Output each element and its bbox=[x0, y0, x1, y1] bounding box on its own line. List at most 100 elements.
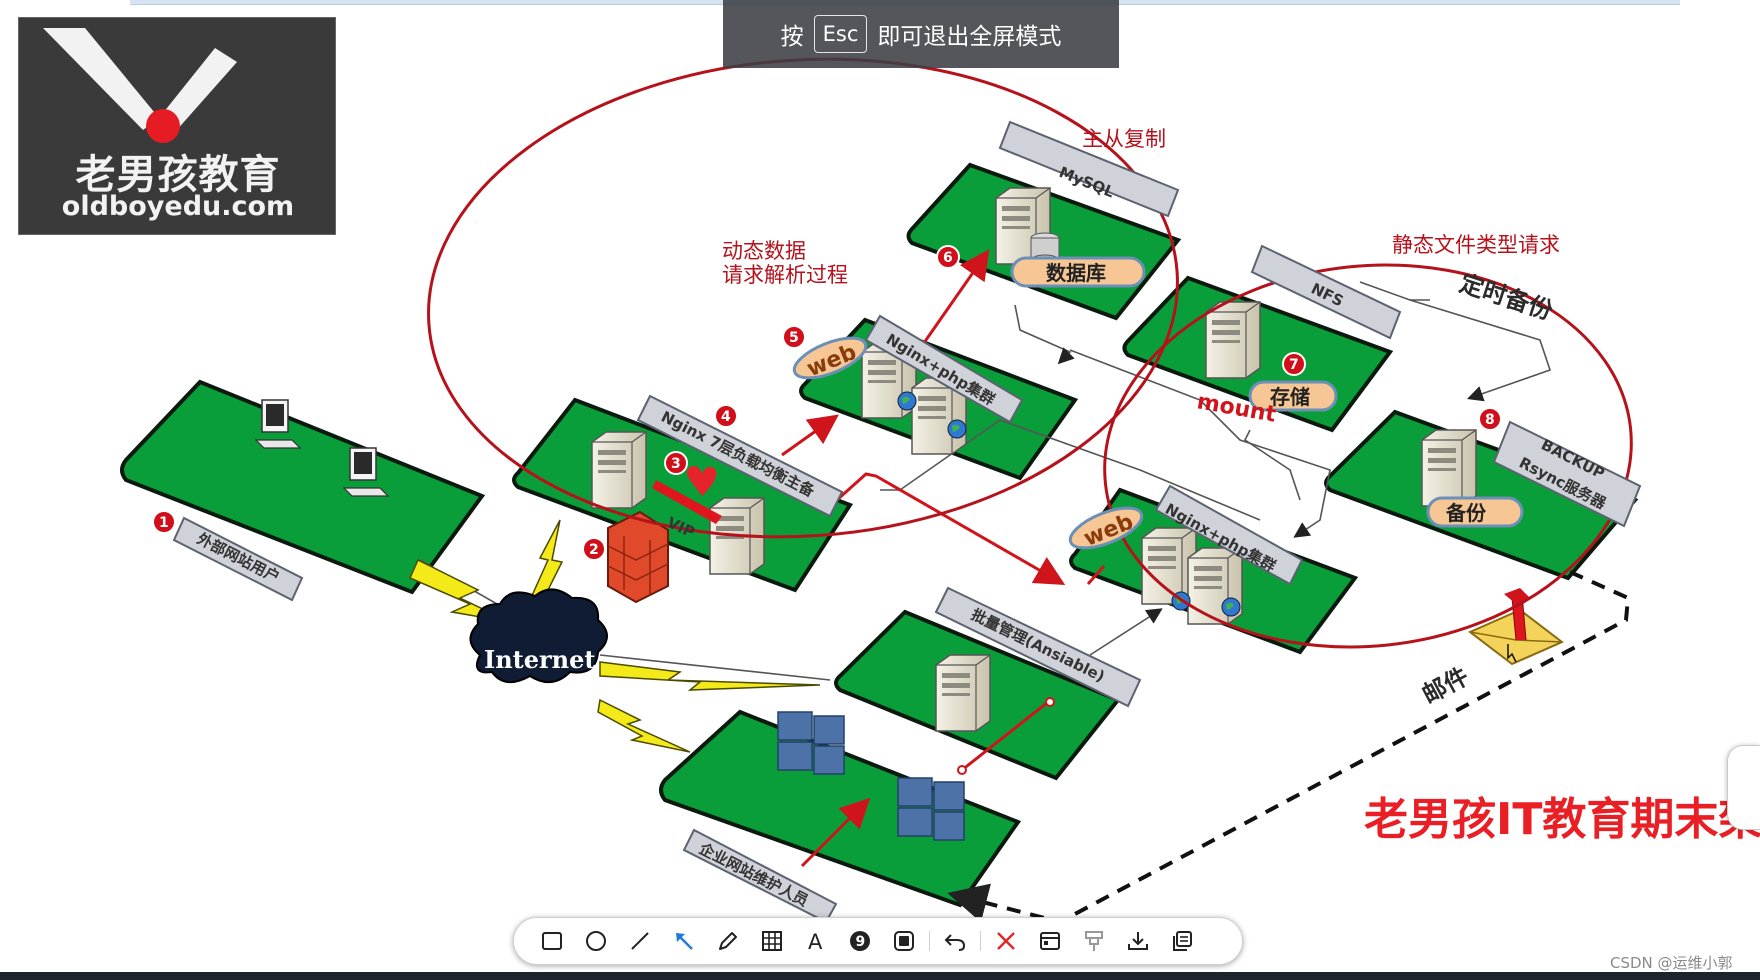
nfs-server bbox=[1205, 301, 1261, 379]
logo-domain-text: oldboyedu.com bbox=[61, 191, 295, 222]
monitor-wall-icon bbox=[777, 711, 845, 775]
window-button[interactable] bbox=[1035, 926, 1065, 956]
shape-tool-button[interactable] bbox=[889, 926, 919, 956]
badge-6: 6 bbox=[936, 245, 960, 269]
esc-key-label: Esc bbox=[813, 15, 868, 53]
download-icon bbox=[1128, 932, 1148, 950]
csdn-watermark: CSDN @运维小郭 bbox=[1610, 954, 1733, 972]
pen-tool-icon bbox=[719, 932, 737, 950]
undo-button[interactable] bbox=[940, 926, 970, 956]
tag-nfs: NFS bbox=[1250, 244, 1402, 340]
badge-3: 3 bbox=[664, 451, 688, 475]
badge-2: 2 bbox=[582, 537, 606, 561]
number-tool-button[interactable]: 9 bbox=[845, 926, 875, 956]
mouse-cursor-icon bbox=[1507, 644, 1517, 663]
pill-backup: 备份 bbox=[1426, 496, 1524, 528]
rectangle-tool-icon bbox=[542, 932, 562, 950]
ansible-server bbox=[935, 654, 991, 732]
cancel-button[interactable] bbox=[991, 926, 1021, 956]
annotation-backup-timer: 定时备份 bbox=[1456, 269, 1557, 326]
lb-server-master bbox=[591, 431, 647, 509]
mosaic-tool-button[interactable] bbox=[757, 926, 787, 956]
toolbar-separator bbox=[929, 931, 930, 951]
annotation-toolbar: A 9 bbox=[513, 917, 1243, 965]
mail-dashed-path bbox=[947, 570, 1631, 925]
mosaic-tool-icon bbox=[762, 931, 782, 951]
fullscreen-exit-banner: 按 Esc 即可退出全屏模式 bbox=[723, 0, 1119, 68]
pin-icon bbox=[1085, 931, 1103, 951]
annotation-static: 静态文件类型请求 bbox=[1392, 233, 1560, 257]
globe-icon bbox=[947, 419, 967, 439]
svg-text:5: 5 bbox=[789, 330, 799, 346]
shape-tool-icon bbox=[894, 931, 914, 951]
svg-text:6: 6 bbox=[943, 250, 953, 266]
monitor-wall-icon bbox=[897, 777, 965, 841]
cancel-icon bbox=[997, 932, 1015, 950]
mail-envelope-icon bbox=[1468, 588, 1564, 666]
svg-text:1: 1 bbox=[159, 515, 169, 531]
static-request-ellipse[interactable] bbox=[1086, 239, 1651, 672]
annotation-dynamic-1: 动态数据 bbox=[722, 239, 806, 263]
line-tool-icon bbox=[631, 932, 649, 950]
badge-5: 5 bbox=[782, 325, 806, 349]
svg-text:存储: 存储 bbox=[1270, 385, 1310, 409]
pad-external-users bbox=[120, 379, 486, 595]
pill-database: 数据库 bbox=[1010, 256, 1146, 288]
text-tool-icon: A bbox=[808, 930, 823, 953]
backup-server bbox=[1421, 429, 1477, 507]
taskbar-strip bbox=[0, 972, 1760, 980]
banner-press-text: 按 bbox=[780, 24, 804, 50]
firewall-icon bbox=[607, 510, 669, 604]
badge-1: 1 bbox=[152, 510, 176, 534]
svg-text:企业网站维护人员: 企业网站维护人员 bbox=[695, 839, 811, 910]
svg-text:3: 3 bbox=[671, 456, 681, 472]
copy-button[interactable] bbox=[1167, 926, 1197, 956]
vip-link-bar bbox=[652, 480, 722, 524]
svg-text:2: 2 bbox=[589, 542, 599, 558]
pin-button[interactable] bbox=[1079, 926, 1109, 956]
undo-icon bbox=[944, 934, 966, 951]
badge-4: 4 bbox=[714, 404, 738, 428]
badge-8: 8 bbox=[1478, 407, 1502, 431]
svg-text:4: 4 bbox=[721, 409, 731, 425]
annotation-mail: 邮件 bbox=[1418, 662, 1474, 709]
annotation-handle[interactable] bbox=[1045, 697, 1055, 707]
svg-text:数据库: 数据库 bbox=[1046, 261, 1106, 285]
svg-text:7: 7 bbox=[1289, 357, 1299, 373]
toolbar-separator bbox=[980, 931, 981, 951]
download-button[interactable] bbox=[1123, 926, 1153, 956]
oldboy-logo: 老男孩教育 oldboyedu.com bbox=[18, 17, 336, 235]
number-tool-icon: 9 bbox=[850, 931, 870, 951]
globe-icon bbox=[1221, 597, 1241, 617]
side-panel-handle[interactable] bbox=[1727, 745, 1760, 830]
pen-tool-button[interactable] bbox=[713, 926, 743, 956]
rectangle-tool-button[interactable] bbox=[537, 926, 567, 956]
logo-v-mark bbox=[43, 28, 237, 143]
banner-message-text: 即可退出全屏模式 bbox=[877, 24, 1062, 50]
window-icon bbox=[1040, 932, 1060, 950]
annotation-handle[interactable] bbox=[957, 765, 967, 775]
lightning-bolts bbox=[409, 519, 821, 753]
diagram-title: 老男孩IT教育期末架 bbox=[1364, 794, 1760, 845]
text-tool-button[interactable]: A bbox=[801, 926, 831, 956]
line-tool-button[interactable] bbox=[625, 926, 655, 956]
annotation-dynamic-2: 请求解析过程 bbox=[722, 263, 848, 287]
copy-icon bbox=[1173, 931, 1192, 951]
ellipse-tool-button[interactable] bbox=[581, 926, 611, 956]
badge-7: 7 bbox=[1282, 352, 1306, 376]
annotation-replication: 主从复制 bbox=[1082, 127, 1166, 151]
logo-chinese-text: 老男孩教育 bbox=[75, 152, 281, 198]
heartbeat-icon bbox=[686, 466, 717, 496]
arrow-tool-button[interactable] bbox=[669, 926, 699, 956]
internet-cloud: Internet bbox=[469, 588, 608, 683]
globe-icon bbox=[897, 391, 917, 411]
ellipse-tool-icon bbox=[586, 931, 606, 951]
svg-text:8: 8 bbox=[1485, 412, 1495, 428]
svg-text:9: 9 bbox=[856, 934, 866, 950]
svg-text:备份: 备份 bbox=[1445, 501, 1487, 525]
svg-text:A: A bbox=[808, 930, 823, 953]
arrow-tool-icon bbox=[676, 933, 693, 950]
pill-storage: 存储 bbox=[1248, 380, 1338, 412]
